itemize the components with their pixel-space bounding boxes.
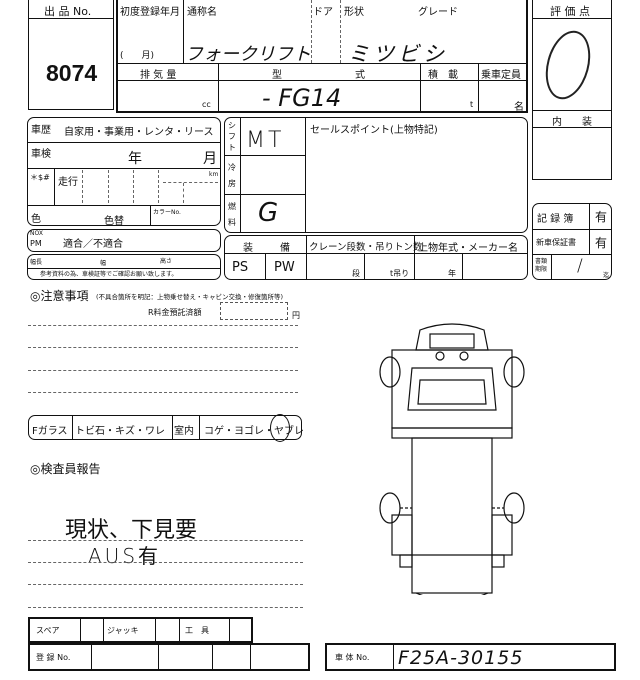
- color-label: 色: [31, 214, 41, 225]
- lot-box: [28, 0, 114, 110]
- glass-interior-box: [28, 415, 302, 440]
- type-value: - FG14: [262, 84, 342, 112]
- pw-option[interactable]: PW: [274, 260, 295, 275]
- door-label: ドア: [313, 7, 333, 18]
- vehicle-diagram: [379, 323, 525, 595]
- nox-value[interactable]: 適合／不適合: [63, 239, 123, 250]
- doc-deadline-suffix: 迄: [603, 272, 610, 279]
- inspection-label: 車検: [31, 149, 51, 160]
- inspection-month: 月: [203, 151, 217, 167]
- doc-deadline-label: 書類期限: [535, 258, 548, 273]
- shift-value: MT: [246, 128, 285, 153]
- type-label: 型: [272, 70, 282, 81]
- dims-note: 参考資料の為、車検証等でご確認お願い致します。: [40, 271, 178, 278]
- dims-height-label: 高さ: [160, 258, 173, 265]
- capacity-label: 乗車定員: [481, 70, 521, 81]
- ps-option[interactable]: PS: [232, 260, 249, 275]
- inspector-line-1: 現状、下見要: [65, 518, 198, 543]
- spec-box: [224, 117, 528, 233]
- yen-unit: 円: [292, 311, 300, 320]
- notes-title: ◎注意事項: [30, 289, 89, 303]
- recycle-label: R料金預託済額: [148, 308, 202, 317]
- registration-label: 登 録 No.: [36, 653, 71, 662]
- name-label: 通称名: [187, 7, 217, 18]
- inspector-line-2: AUS有: [88, 544, 162, 568]
- grade-label: グレード: [418, 7, 458, 18]
- history-box: [27, 117, 221, 226]
- jack-label: ジャッキ: [107, 626, 139, 635]
- load-label: 積 載: [428, 70, 458, 81]
- warranty-label: 新車保証書: [536, 238, 576, 247]
- fuel-label: 燃料: [228, 202, 236, 227]
- equipment-label-2: 備: [280, 243, 290, 254]
- chassis-label: 車 体 No.: [335, 653, 370, 662]
- load-unit: t: [470, 100, 474, 109]
- registration-box: [28, 643, 310, 671]
- history-label: 車歴: [31, 125, 51, 136]
- equipment-label: 装: [243, 243, 253, 254]
- pm-label: PM: [30, 239, 42, 248]
- interior-cond-items[interactable]: コゲ・ヨゴレ・ヤブレ: [204, 426, 304, 437]
- record-book-label: 記 録 簿: [537, 214, 574, 225]
- km-unit: km: [209, 171, 219, 178]
- equipment-box: [224, 235, 528, 280]
- f-glass-label: Fガラス: [32, 426, 68, 437]
- notes-subtitle: (不具合箇所を明記：上物乗せ替え・キャビン交換・修復箇所等): [96, 293, 284, 301]
- type-label-2: 式: [355, 70, 365, 81]
- maker-value: ミツビシ: [348, 42, 448, 66]
- inspection-year: 年: [128, 151, 142, 167]
- tools-label: 工 具: [185, 626, 209, 635]
- chassis-box: [325, 643, 616, 671]
- upper-year-unit: 年: [448, 269, 456, 278]
- score-label: 評 価 点: [550, 5, 590, 18]
- tools-box: [28, 617, 253, 643]
- mileage-mark: ＊$#: [30, 173, 50, 182]
- warranty-value: 有: [595, 236, 608, 250]
- fuel-value: G: [258, 198, 279, 228]
- doc-deadline-value: /: [577, 256, 583, 276]
- month-label: ( 月): [120, 51, 155, 61]
- vehicle-info-box: [116, 0, 528, 113]
- nox-label: NOX: [30, 230, 43, 237]
- sales-point-label: セールスポイント(上物特記): [310, 125, 438, 136]
- first-reg-label: 初度登録年月: [120, 7, 180, 18]
- dims-box: [27, 254, 221, 280]
- displacement-label: 排 気 量: [140, 70, 177, 81]
- recycle-amount-field[interactable]: [220, 302, 288, 320]
- interior-cond-label: 室内: [174, 426, 194, 437]
- ac-label: 冷房: [228, 163, 236, 188]
- crane-ton-unit: t吊り: [390, 269, 410, 278]
- crane-stage-unit: 段: [352, 269, 360, 278]
- shape-label: 形状: [344, 7, 364, 18]
- name-value: フォークリフト: [185, 44, 311, 65]
- cc-unit: cc: [202, 100, 211, 109]
- lot-number: 8074: [46, 60, 98, 86]
- shift-label: シフト: [228, 121, 236, 152]
- capacity-unit: 名: [514, 102, 524, 113]
- upper-label: 上物年式・メーカー名: [418, 243, 518, 254]
- f-glass-items[interactable]: トビ石・キズ・ワレ: [75, 426, 165, 437]
- crane-label: クレーン段数・吊りトン数: [309, 242, 423, 253]
- tear-circle-mark: [270, 414, 290, 442]
- record-book-value: 有: [595, 210, 608, 224]
- spare-label: スペア: [36, 626, 60, 635]
- nox-box: [27, 229, 221, 252]
- inspector-title: ◎検査員報告: [30, 462, 101, 476]
- mileage-label: 走行: [58, 177, 78, 188]
- records-box: [532, 203, 612, 280]
- color-change-label: 色替: [104, 216, 124, 227]
- dims-length-label: 幅長: [30, 259, 43, 266]
- dims-width-label: 幅: [100, 260, 107, 267]
- lot-label: 出 品 No.: [44, 5, 92, 18]
- score-box: [532, 0, 612, 180]
- history-options[interactable]: 自家用・事業用・レンタ・リース: [64, 127, 214, 138]
- interior-label: 内 装: [552, 117, 592, 128]
- chassis-value: F25A-30155: [398, 647, 524, 669]
- color-no-label: カラーNo.: [153, 209, 181, 216]
